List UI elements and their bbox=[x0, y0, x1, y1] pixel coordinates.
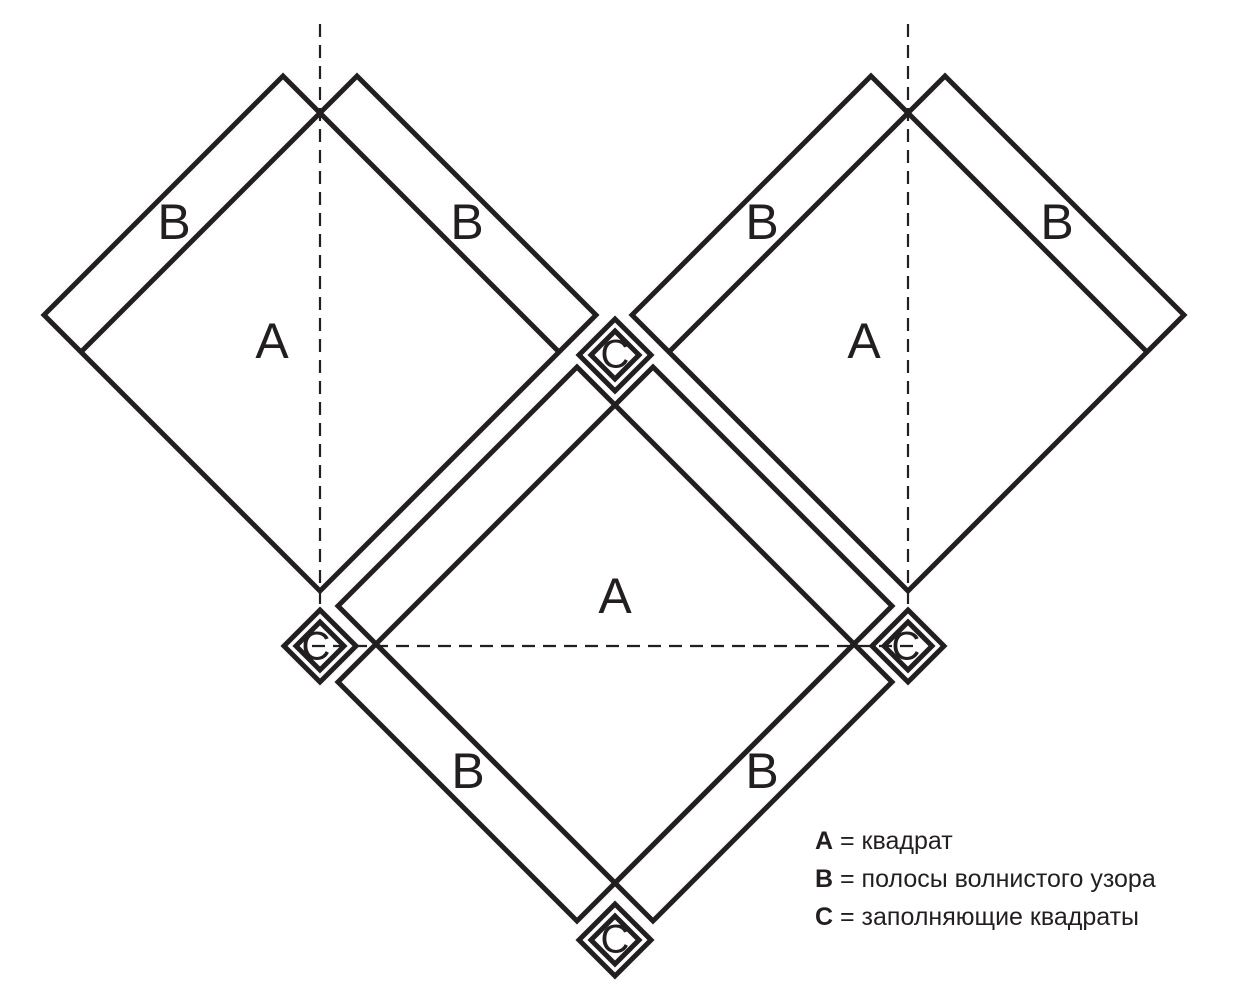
right-strip-divider-left bbox=[667, 111, 910, 354]
filler-square-right-inner bbox=[880, 618, 936, 674]
right-strip-divider-right bbox=[906, 111, 1149, 354]
filler-square-right: C bbox=[868, 606, 948, 686]
legend-text-c: = заполняющие квадраты bbox=[840, 903, 1139, 931]
legend-key-a: A bbox=[815, 827, 834, 855]
filler-square-top-inner bbox=[587, 327, 643, 383]
legend-key-b: B bbox=[815, 865, 834, 893]
legend-key-c: C bbox=[815, 903, 834, 931]
center-square-label: A bbox=[598, 568, 632, 624]
legend-text-a: = квадрат bbox=[840, 827, 953, 855]
left-square-label: A bbox=[255, 313, 289, 369]
left-strip-right-label: B bbox=[450, 194, 483, 250]
left-block: B B A bbox=[40, 72, 600, 595]
legend-row-a: A = квадрат bbox=[815, 822, 1235, 860]
right-strip-left-label: B bbox=[745, 194, 778, 250]
center-strip-lower-right bbox=[611, 640, 896, 925]
filler-square-left: C bbox=[280, 606, 360, 686]
center-strip-lower-left-label: B bbox=[451, 743, 484, 799]
filler-square-bottom-inner bbox=[587, 912, 643, 968]
right-square-label: A bbox=[847, 313, 881, 369]
filler-square-right-label: C bbox=[892, 625, 921, 669]
center-strip-upper-right bbox=[611, 363, 896, 648]
center-strip-upper-left bbox=[334, 363, 619, 648]
legend: A = квадрат B = полосы волнистого узора … bbox=[815, 822, 1235, 936]
legend-text-b: = полосы волнистого узора bbox=[840, 865, 1156, 893]
legend-row-c: C = заполняющие квадраты bbox=[815, 898, 1235, 936]
filler-square-left-outer bbox=[280, 606, 360, 686]
left-strip-divider-right bbox=[318, 111, 561, 354]
left-block-outline bbox=[40, 72, 600, 595]
filler-square-top-outer bbox=[575, 315, 655, 395]
filler-square-left-inner bbox=[292, 618, 348, 674]
center-block: A B B bbox=[334, 363, 896, 925]
right-block-outline bbox=[628, 72, 1188, 595]
filler-square-top-label: C bbox=[601, 333, 630, 377]
right-block: B B A bbox=[628, 72, 1188, 595]
filler-square-right-outer bbox=[868, 606, 948, 686]
filler-square-bottom-label: C bbox=[601, 918, 630, 962]
filler-square-left-label: C bbox=[302, 625, 331, 669]
left-strip-divider-left bbox=[79, 111, 322, 354]
right-strip-right-label: B bbox=[1040, 194, 1073, 250]
filler-square-bottom: C bbox=[575, 900, 655, 980]
legend-row-b: B = полосы волнистого узора bbox=[815, 860, 1235, 898]
filler-square-top: C bbox=[575, 315, 655, 395]
center-strip-lower-right-label: B bbox=[745, 743, 778, 799]
left-strip-left-label: B bbox=[157, 194, 190, 250]
filler-square-bottom-outer bbox=[575, 900, 655, 980]
